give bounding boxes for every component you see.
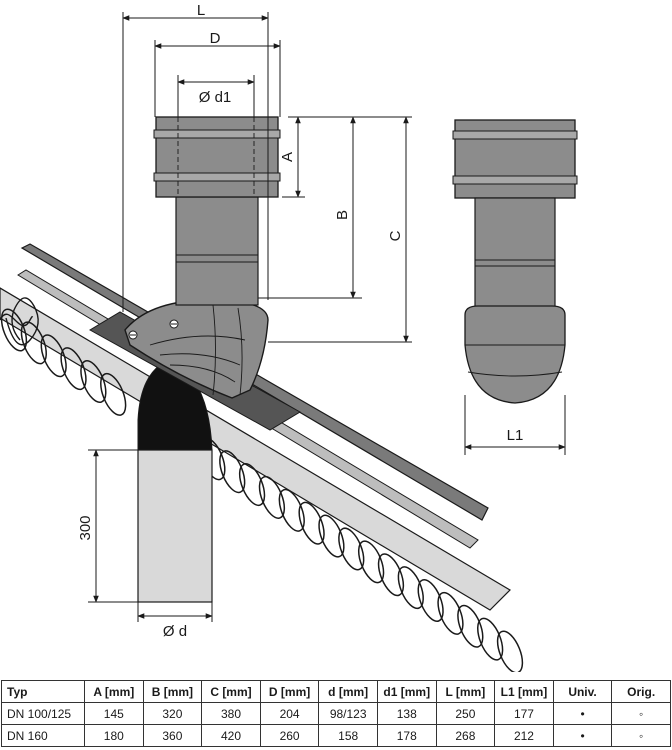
cell-a: 145 <box>84 702 144 725</box>
label-d1: Ø d1 <box>199 89 232 106</box>
label-B: B <box>334 210 351 220</box>
base-collar <box>89 299 301 431</box>
side-collar <box>464 305 566 404</box>
cell-d1: 138 <box>376 702 437 725</box>
insulation-loop <box>338 527 365 571</box>
cell-typ: DN 160 <box>1 724 85 747</box>
col-l: L [mm] <box>435 680 496 703</box>
col-orig: Orig. <box>611 680 671 703</box>
insulation-loop <box>437 591 464 635</box>
cell-d1: 178 <box>376 724 437 747</box>
insulation-loop <box>318 514 345 558</box>
insulation-loop <box>219 450 246 494</box>
cell-d-outer: 260 <box>259 724 320 747</box>
insulation-loop <box>238 463 266 507</box>
roof-board <box>0 287 511 611</box>
terminal-pipe-side <box>452 119 578 404</box>
cell-univ: • <box>552 702 613 725</box>
cell-b: 360 <box>142 724 203 747</box>
col-typ: Typ <box>1 680 85 703</box>
cell-l: 268 <box>435 724 496 747</box>
cell-d: 98/123 <box>318 702 378 725</box>
insulation-loop <box>298 501 325 545</box>
spec-table: Typ A [mm] B [mm] C [mm] D [mm] d [mm] d… <box>1 680 671 747</box>
cell-a: 180 <box>84 724 144 747</box>
pipe-body <box>175 196 259 306</box>
col-d: d [mm] <box>318 680 378 703</box>
cell-orig: ◦ <box>611 724 671 747</box>
cell-c: 380 <box>201 702 261 725</box>
duct-below-roof <box>137 364 213 603</box>
cap-top <box>155 116 279 198</box>
table-row: DN 160 180 360 420 260 158 178 268 212 •… <box>1 724 671 747</box>
insulation-loop <box>258 475 286 519</box>
insulation-loop <box>0 308 28 352</box>
insulation-loop <box>40 334 67 378</box>
roof-ventilation-terminal-diagram: L D Ø d1 A B C L1 300 Ø d <box>0 2 578 672</box>
cell-c: 420 <box>201 724 261 747</box>
insulation-loops <box>5 297 39 346</box>
table-header-row: Typ A [mm] B [mm] C [mm] D [mm] d [mm] d… <box>1 680 671 703</box>
cell-univ: • <box>552 724 613 747</box>
col-c: C [mm] <box>201 680 261 703</box>
col-univ: Univ. <box>552 680 613 703</box>
col-d1: d1 [mm] <box>376 680 437 703</box>
insulation-loop <box>457 604 484 648</box>
inner-duct <box>137 449 213 603</box>
col-d-outer: D [mm] <box>259 680 320 703</box>
cell-d: 158 <box>318 724 378 747</box>
cell-orig: ◦ <box>611 702 671 725</box>
label-L1: L1 <box>507 427 524 444</box>
insulation-loop <box>278 488 305 532</box>
insulation-loop <box>377 553 405 597</box>
cell-l1: 212 <box>494 724 554 747</box>
label-D: D <box>210 30 221 47</box>
label-C: C <box>387 230 404 241</box>
label-L: L <box>197 2 205 19</box>
label-A: A <box>279 152 296 162</box>
table-row: DN 100/125 145 320 380 204 98/123 138 25… <box>1 702 671 725</box>
col-b: B [mm] <box>142 680 203 703</box>
cell-l: 250 <box>435 702 496 725</box>
insulation-loop <box>20 321 47 365</box>
cell-d-outer: 204 <box>259 702 320 725</box>
insulation-loop <box>357 540 385 584</box>
insulation-loop <box>100 372 127 416</box>
dimension-lines <box>88 12 566 622</box>
insulation-loop <box>496 630 524 672</box>
roof-tile-layer <box>20 243 489 521</box>
cell-typ: DN 100/125 <box>1 702 85 725</box>
insulation-loop <box>80 360 107 404</box>
cell-b: 320 <box>142 702 203 725</box>
col-l1: L1 [mm] <box>494 680 554 703</box>
label-d: Ø d <box>163 623 187 640</box>
insulation-loop <box>397 566 424 610</box>
insulation-loop <box>60 347 87 391</box>
insulation-spiral <box>0 308 524 672</box>
insulation-loop <box>417 578 444 622</box>
col-a: A [mm] <box>84 680 144 703</box>
insulation-loop <box>477 617 504 661</box>
cell-l1: 177 <box>494 702 554 725</box>
label-300: 300 <box>77 515 94 540</box>
terminal-pipe-main <box>153 116 281 306</box>
